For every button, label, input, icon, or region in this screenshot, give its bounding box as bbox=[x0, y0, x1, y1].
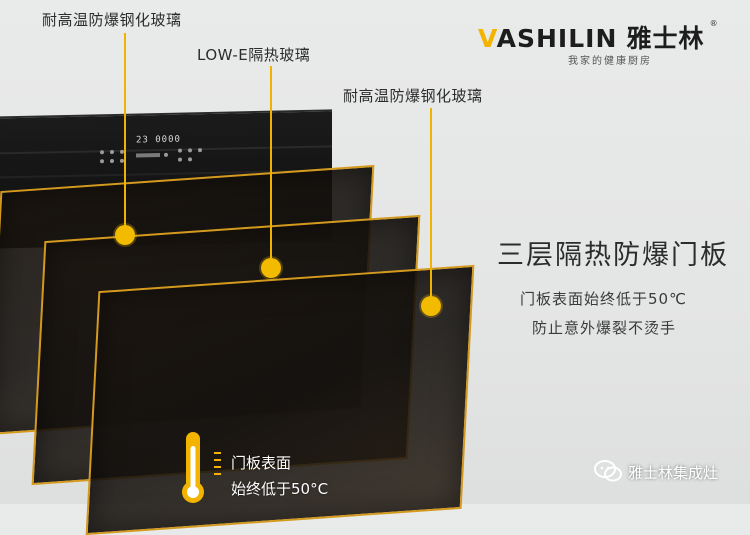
thermometer-line-2: 始终低于50°C bbox=[231, 480, 329, 498]
feature-line-1: 门板表面始终低于50℃ bbox=[520, 290, 687, 308]
control-button[interactable] bbox=[178, 157, 182, 162]
callout-dot-layer1 bbox=[115, 225, 135, 245]
headline: 三层隔热防爆门板 bbox=[497, 240, 729, 271]
oven-display-readout: 23 0000 bbox=[136, 134, 181, 146]
control-button[interactable] bbox=[164, 152, 168, 157]
thermometer-scale bbox=[214, 452, 222, 492]
brand-name-cn: 雅士林 bbox=[626, 24, 705, 53]
wechat-icon bbox=[594, 460, 622, 482]
control-button[interactable] bbox=[110, 158, 114, 164]
control-button[interactable] bbox=[178, 148, 182, 153]
callout-line-layer3 bbox=[430, 108, 432, 300]
control-button[interactable] bbox=[100, 150, 104, 155]
callout-dot-layer3 bbox=[421, 296, 441, 316]
control-button[interactable] bbox=[198, 148, 202, 153]
callout-line-layer2 bbox=[270, 66, 272, 266]
watermark-text: 雅士林集成灶 bbox=[628, 464, 719, 482]
callout-label-layer2: LOW-E隔热玻璃 bbox=[197, 46, 311, 64]
callout-line-layer1 bbox=[124, 33, 126, 231]
control-button[interactable] bbox=[188, 148, 192, 153]
callout-label-layer1: 耐高温防爆钢化玻璃 bbox=[42, 11, 182, 29]
control-button[interactable] bbox=[136, 153, 160, 158]
callout-label-layer3: 耐高温防爆钢化玻璃 bbox=[343, 87, 483, 105]
brand-slogan: 我家的健康厨房 bbox=[568, 56, 652, 67]
control-button[interactable] bbox=[110, 149, 114, 155]
feature-line-2: 防止意外爆裂不烫手 bbox=[532, 319, 677, 337]
oven-control-panel: 23 0000 bbox=[100, 134, 210, 166]
thermometer-line-1: 门板表面 bbox=[231, 454, 292, 472]
thermometer-icon bbox=[174, 430, 214, 504]
registered-mark: ® bbox=[709, 19, 718, 28]
control-buttons bbox=[100, 148, 210, 164]
control-button[interactable] bbox=[188, 157, 192, 162]
control-button[interactable] bbox=[100, 159, 104, 164]
callout-dot-layer2 bbox=[261, 258, 281, 278]
brand-logo: VASHILIN 雅士林 ® bbox=[478, 19, 718, 55]
brand-name: VASHILIN bbox=[478, 24, 618, 53]
